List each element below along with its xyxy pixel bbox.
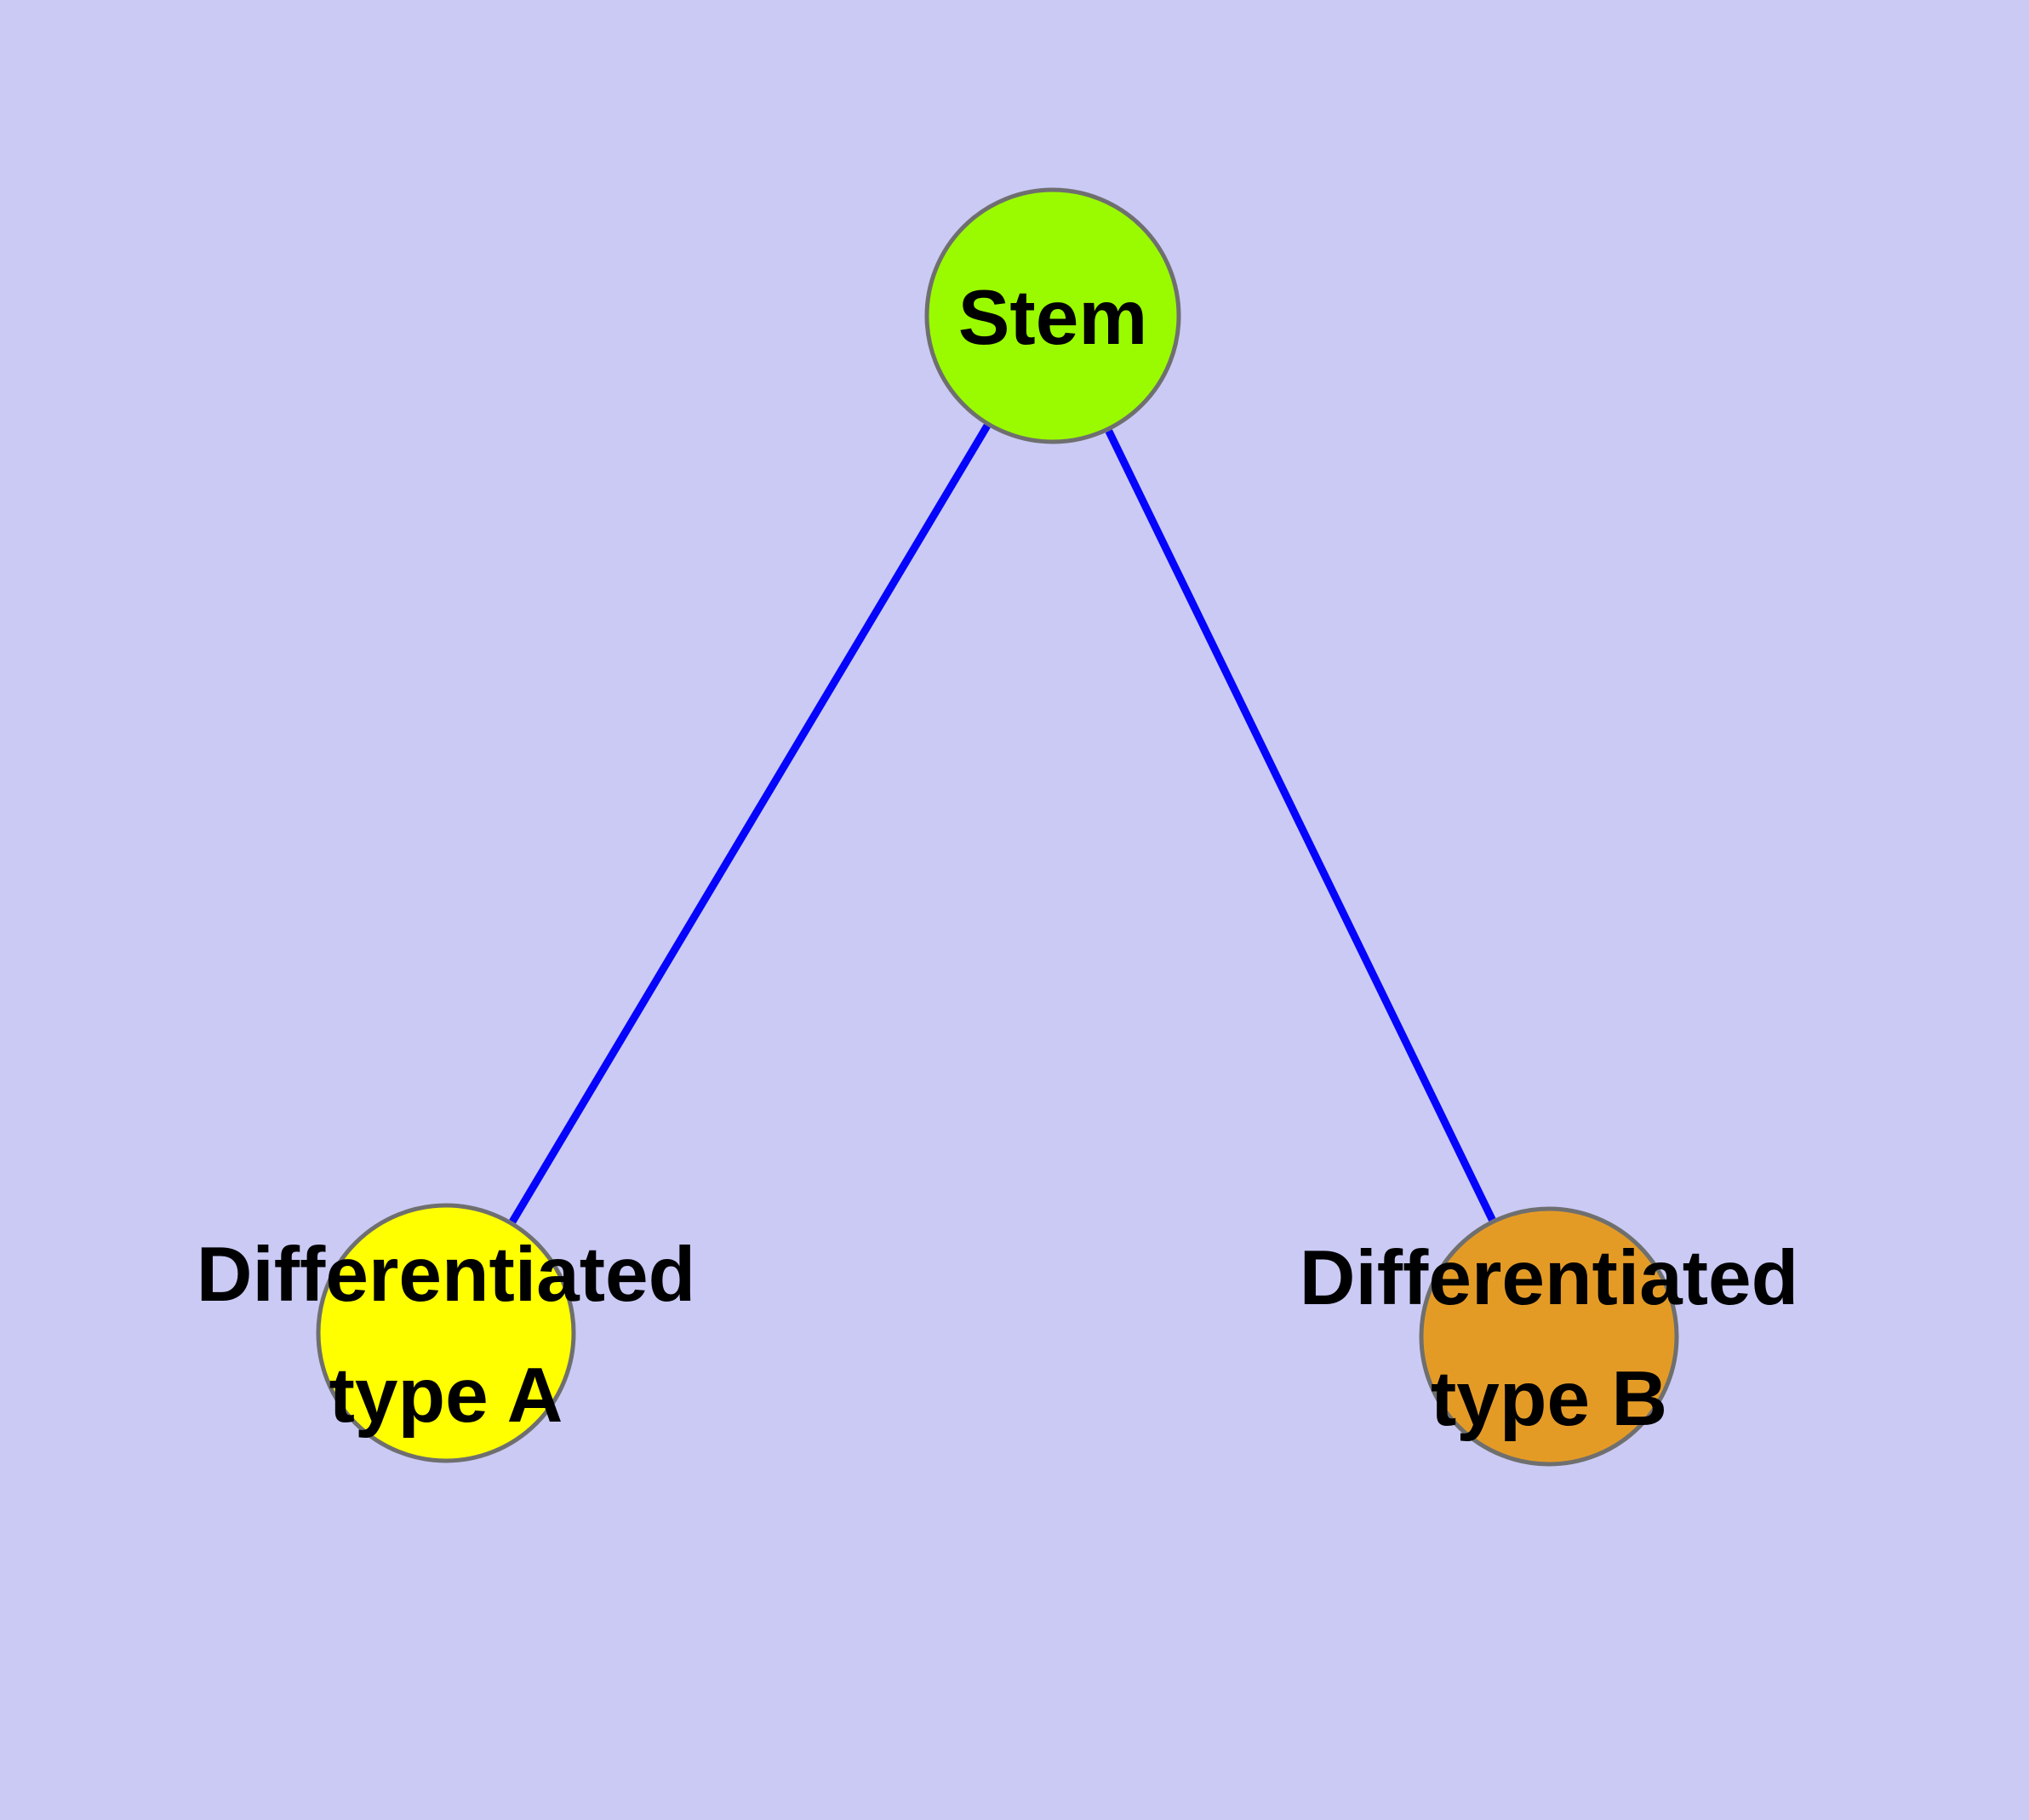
node-label-typeA: Differentiated type A: [197, 1232, 696, 1439]
node-label-line: Stem: [958, 275, 1148, 361]
node-stem: [924, 187, 1181, 444]
node-label-line: Differentiated: [197, 1232, 696, 1318]
node-typeA: [316, 1203, 576, 1463]
node-label-typeB: Differentiated type B: [1300, 1235, 1799, 1442]
node-label-stem: Stem: [958, 275, 1148, 361]
edge-stem-typeB: [1105, 429, 1496, 1222]
node-label-line: Differentiated: [1300, 1235, 1799, 1321]
edge-stem-typeA: [509, 423, 991, 1224]
node-typeB: [1419, 1206, 1679, 1467]
node-label-line: type A: [329, 1353, 563, 1439]
node-label-line: type B: [1431, 1356, 1667, 1442]
